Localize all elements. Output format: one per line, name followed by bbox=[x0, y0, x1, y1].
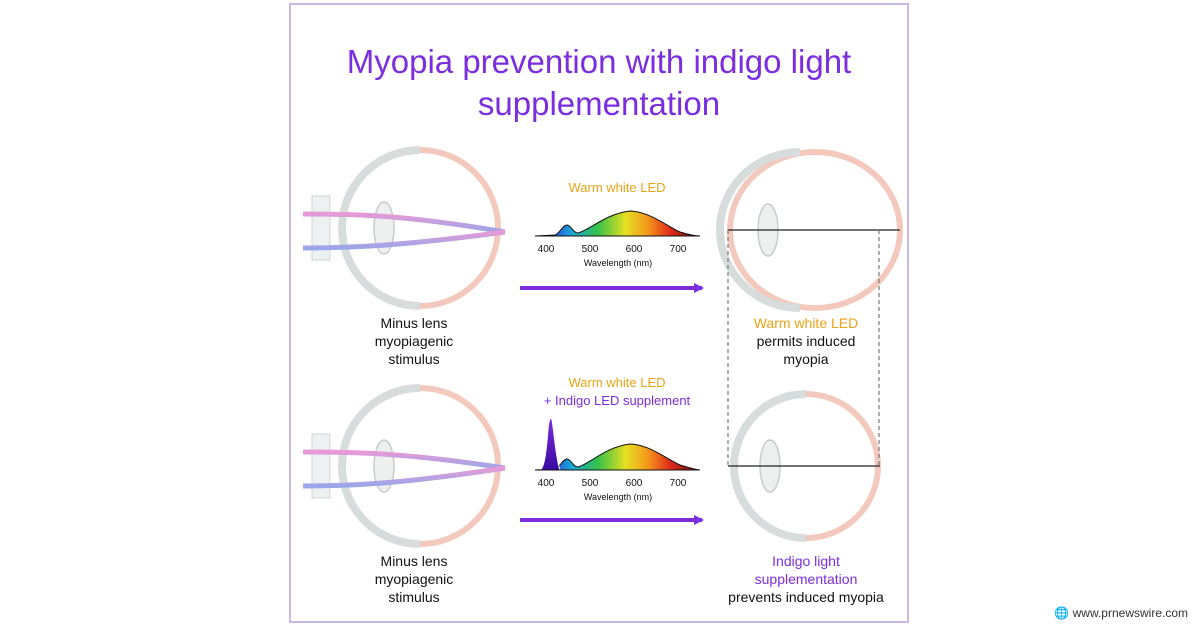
caption-left-bottom-line1: Minus lens bbox=[381, 553, 448, 569]
caption-right-top-line3: myopia bbox=[783, 351, 828, 367]
spectrum-label-bottom-1: Warm white LED bbox=[568, 375, 665, 390]
tick-label: 500 bbox=[582, 244, 599, 255]
figure-title: Myopia prevention with indigo light supp… bbox=[346, 43, 852, 122]
spectrum-warm-white-plus-indigo bbox=[534, 417, 701, 471]
light-beam-upper-top bbox=[302, 211, 506, 235]
spectrum-label-top: Warm white LED bbox=[568, 180, 665, 195]
spectrum-label-bottom-2: + Indigo LED supplement bbox=[544, 393, 691, 408]
caption-right-bottom-line3: prevents induced myopia bbox=[728, 589, 884, 605]
length-comparison-guides bbox=[727, 230, 880, 466]
caption-right-bottom-colored-2: supplementation bbox=[755, 571, 858, 587]
eye-top-left bbox=[302, 146, 506, 310]
tick-label: 400 bbox=[538, 244, 555, 255]
caption-right-top-line2: permits induced bbox=[757, 333, 856, 349]
watermark-text: www.prnewswire.com bbox=[1072, 606, 1188, 620]
watermark: 🌐 www.prnewswire.com bbox=[1048, 604, 1194, 622]
indigo-peak bbox=[539, 417, 561, 471]
light-beam-upper-bottom bbox=[302, 449, 506, 471]
caption-left-top-line3: stimulus bbox=[388, 351, 439, 367]
caption-left-top-line2: myopiagenic bbox=[375, 333, 454, 349]
caption-left-top-line1: Minus lens bbox=[381, 315, 448, 331]
tick-label: 600 bbox=[626, 478, 643, 489]
light-beam-lower-top bbox=[302, 229, 506, 251]
tick-label: 400 bbox=[538, 478, 555, 489]
eye-bottom-right bbox=[728, 390, 881, 542]
globe-icon: 🌐 bbox=[1054, 606, 1070, 620]
eye-top-right-elongated bbox=[716, 148, 903, 312]
tick-label: 700 bbox=[670, 478, 687, 489]
light-beam-lower-bottom bbox=[302, 465, 506, 489]
tick-label: 500 bbox=[582, 478, 599, 489]
axis-xlabel: Wavelength (nm) bbox=[584, 492, 652, 502]
caption-left-bottom-line2: myopiagenic bbox=[375, 571, 454, 587]
axis-xlabel: Wavelength (nm) bbox=[584, 258, 652, 268]
eye-bottom-left bbox=[302, 384, 506, 548]
caption-left-bottom-line3: stimulus bbox=[388, 589, 439, 605]
tick-label: 600 bbox=[626, 244, 643, 255]
caption-right-top-colored: Warm white LED bbox=[754, 315, 859, 331]
spectrum-warm-white bbox=[534, 210, 701, 237]
tick-label: 700 bbox=[670, 244, 687, 255]
caption-right-bottom-colored-1: Indigo light bbox=[772, 553, 840, 569]
